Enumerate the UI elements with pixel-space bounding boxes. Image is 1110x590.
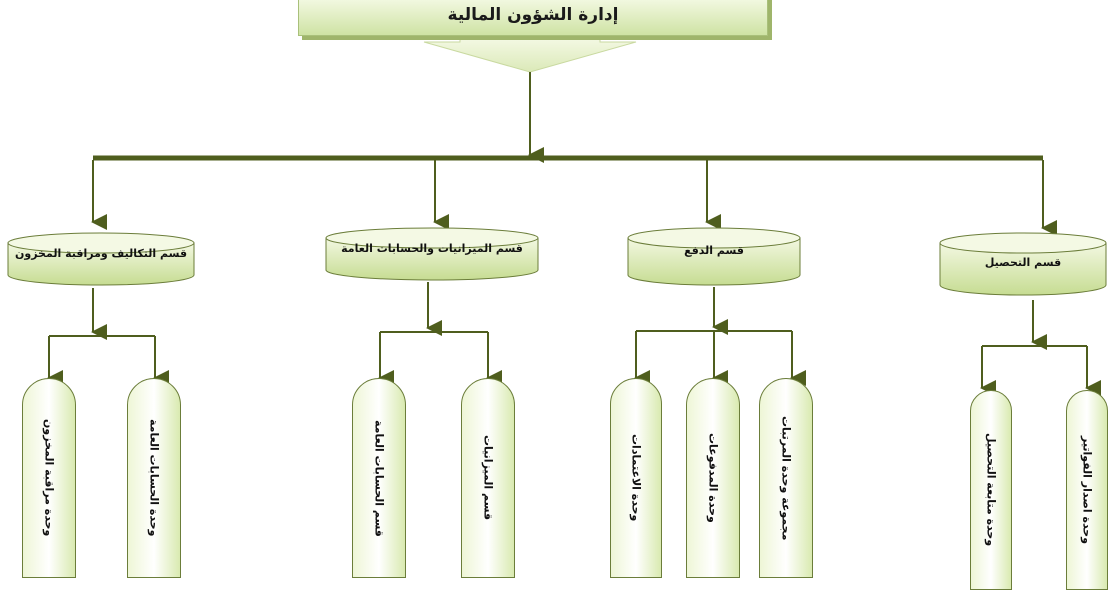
- unit-salaries: مجموعة وحدة المرتبات: [759, 378, 813, 578]
- unit-payments: وحدة المدفوعات: [686, 378, 740, 578]
- connector-lines: [7, 37, 1107, 396]
- department-shape-2: [325, 227, 539, 281]
- unit-budgets-section: قسم الميزانيات: [461, 378, 515, 578]
- unit-label: قسم الحسابات العامة: [372, 419, 386, 537]
- unit-label: وحدة اصدار الفواتير: [1080, 435, 1094, 545]
- unit-label: وحدة المدفوعات: [706, 433, 720, 523]
- unit-collection-followup: وحدة متابعة التحصيل: [970, 390, 1012, 590]
- unit-label: قسم الميزانيات: [481, 435, 495, 521]
- unit-label: وحدة الاعتمادات: [629, 434, 643, 522]
- unit-label: وحدة مراقبة المخزون: [42, 419, 56, 537]
- diagram-title: إدارة الشؤون المالية: [447, 5, 619, 25]
- unit-label: وحدة الحسابات العامة: [147, 419, 161, 537]
- unit-label: مجموعة وحدة المرتبات: [779, 415, 793, 541]
- department-label: قسم التحصيل: [984, 255, 1062, 269]
- department-collection: قسم التحصيل: [940, 240, 1106, 284]
- department-label: قسم التكاليف ومراقبة المخزون: [14, 246, 188, 260]
- department-costs-inventory: قسم التكاليف ومراقبة المخزون: [8, 231, 194, 275]
- title-arrow: [423, 37, 637, 73]
- unit-credits: وحدة الاعتمادات: [610, 378, 662, 578]
- department-payments: قسم الدفع: [628, 228, 800, 272]
- unit-inventory-control: وحدة مراقبة المخزون: [22, 378, 76, 578]
- department-label: قسم الميزانيات والحسابات العامة: [341, 241, 523, 255]
- department-shape-1: [7, 232, 195, 286]
- unit-label: وحدة متابعة التحصيل: [984, 433, 998, 547]
- department-label: قسم الدفع: [684, 243, 744, 257]
- unit-general-accounts-section: قسم الحسابات العامة: [352, 378, 406, 578]
- unit-general-accounts: وحدة الحسابات العامة: [127, 378, 181, 578]
- department-shape-3: [627, 227, 801, 286]
- unit-invoicing: وحدة اصدار الفواتير: [1066, 390, 1108, 590]
- department-shape-4: [939, 232, 1107, 296]
- title-box: إدارة الشؤون المالية: [298, 0, 768, 36]
- department-budgets-accounts: قسم الميزانيات والحسابات العامة: [326, 226, 538, 270]
